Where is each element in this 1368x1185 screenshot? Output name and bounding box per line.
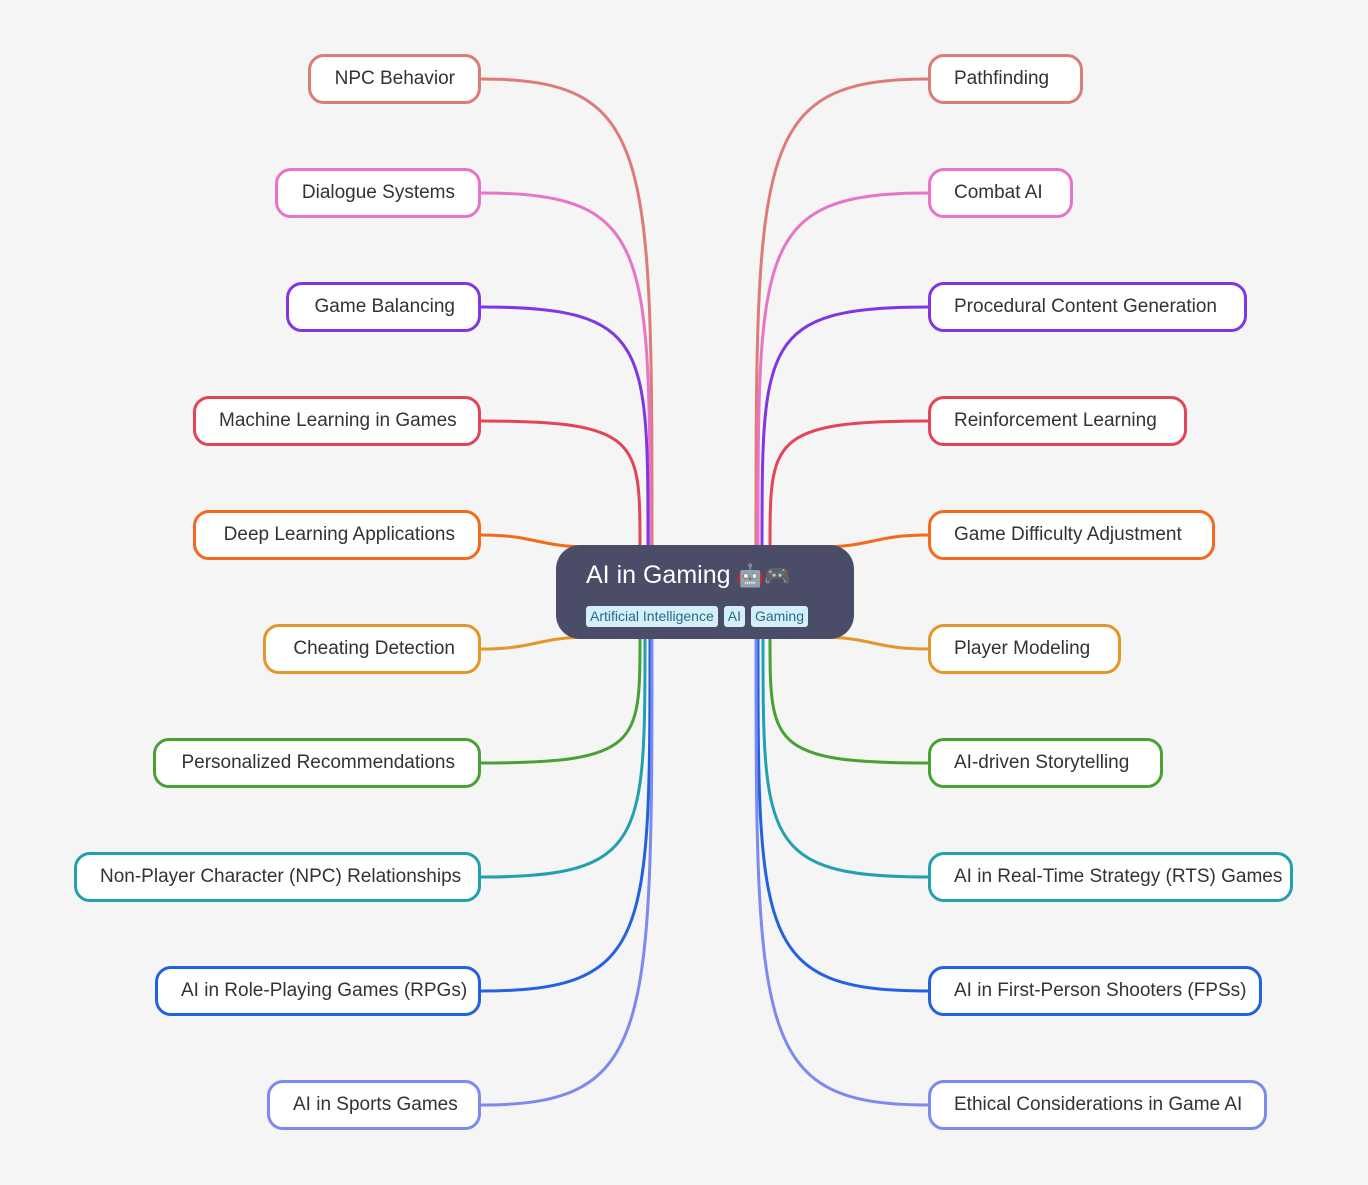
connector-ethical-considerations-in-game-ai [754, 636, 929, 1107]
topic-node-non-player-character-npc-relationships[interactable]: Non-Player Character (NPC) Relationships [74, 852, 481, 902]
topic-node-ai-in-first-person-shooters-fpss[interactable]: AI in First-Person Shooters (FPSs) [928, 966, 1262, 1016]
topic-node-cheating-detection[interactable]: Cheating Detection [263, 624, 481, 674]
tag-gaming[interactable]: Gaming [750, 606, 808, 627]
topic-node-player-modeling[interactable]: Player Modeling [928, 624, 1121, 674]
connector-personalized-recommendations [480, 636, 642, 765]
connector-machine-learning-in-games [480, 419, 642, 548]
tag-ai[interactable]: AI [723, 606, 745, 627]
connector-pathfinding [754, 77, 929, 548]
topic-node-deep-learning-applications[interactable]: Deep Learning Applications [193, 510, 481, 560]
tag-artificial-intelligence[interactable]: Artificial Intelligence [586, 606, 718, 627]
root-node[interactable]: AI in Gaming🤖🎮 Artificial Intelligence A… [556, 545, 854, 639]
connector-game-balancing [480, 305, 650, 548]
connector-player-modeling [817, 635, 929, 651]
root-title-row: AI in Gaming🤖🎮 [586, 559, 791, 593]
root-tags: Artificial Intelligence AI Gaming [586, 606, 808, 627]
topic-node-ai-in-sports-games[interactable]: AI in Sports Games [267, 1080, 481, 1130]
connector-ai-in-sports-games [480, 636, 654, 1107]
topic-node-npc-behavior[interactable]: NPC Behavior [308, 54, 481, 104]
topic-node-game-balancing[interactable]: Game Balancing [286, 282, 481, 332]
topic-node-combat-ai[interactable]: Combat AI [928, 168, 1073, 218]
topic-node-game-difficulty-adjustment[interactable]: Game Difficulty Adjustment [928, 510, 1215, 560]
connector-npc-behavior [480, 77, 654, 548]
topic-node-reinforcement-learning[interactable]: Reinforcement Learning [928, 396, 1187, 446]
topic-node-dialogue-systems[interactable]: Dialogue Systems [275, 168, 481, 218]
topic-node-machine-learning-in-games[interactable]: Machine Learning in Games [193, 396, 481, 446]
topic-node-personalized-recommendations[interactable]: Personalized Recommendations [153, 738, 481, 788]
root-title: AI in Gaming [586, 561, 731, 589]
topic-node-ethical-considerations-in-game-ai[interactable]: Ethical Considerations in Game AI [928, 1080, 1267, 1130]
topic-node-ai-in-role-playing-games-rpgs[interactable]: AI in Role-Playing Games (RPGs) [155, 966, 481, 1016]
connector-non-player-character-npc-relationships [480, 636, 647, 879]
robot-gamepad-emoji-icon: 🤖🎮 [736, 564, 792, 589]
topic-node-ai-in-real-time-strategy-rts-games[interactable]: AI in Real-Time Strategy (RTS) Games [928, 852, 1293, 902]
topic-node-procedural-content-generation[interactable]: Procedural Content Generation [928, 282, 1247, 332]
connector-dialogue-systems [480, 191, 652, 548]
connector-cheating-detection [480, 635, 593, 651]
connector-reinforcement-learning [768, 419, 929, 548]
topic-node-pathfinding[interactable]: Pathfinding [928, 54, 1083, 104]
connector-procedural-content-generation [760, 305, 929, 548]
connector-combat-ai [756, 191, 929, 548]
connector-ai-driven-storytelling [768, 636, 929, 765]
topic-node-ai-driven-storytelling[interactable]: AI-driven Storytelling [928, 738, 1163, 788]
connector-ai-in-real-time-strategy-rts-games [761, 636, 929, 879]
connector-ai-in-role-playing-games-rpgs [480, 636, 652, 993]
connector-ai-in-first-person-shooters-fpss [756, 636, 929, 993]
